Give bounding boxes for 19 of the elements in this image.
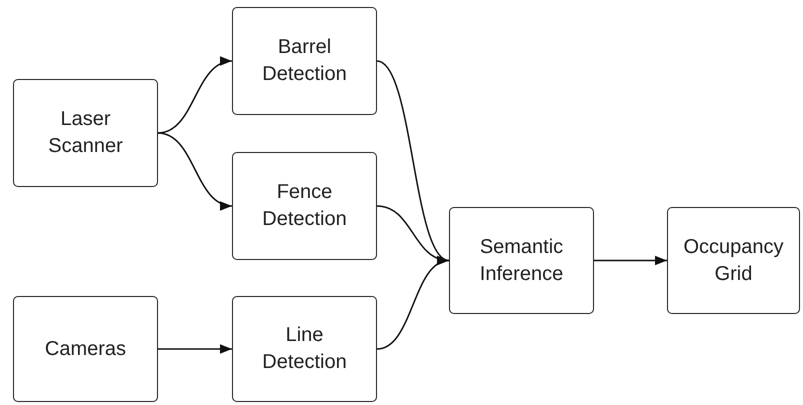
- box-label: Semantic Inference: [478, 234, 564, 286]
- process-box: [667, 207, 800, 314]
- process-box: [13, 79, 158, 187]
- arrow: [158, 58, 232, 134]
- process-box: [449, 207, 594, 314]
- box-label: Laser Scanner: [47, 107, 124, 159]
- arrow: [376, 258, 450, 350]
- process-box: [232, 296, 377, 402]
- process-box: [232, 152, 377, 260]
- box-label: Line Detection: [261, 323, 348, 375]
- arrow: [594, 256, 667, 266]
- arrow: [158, 132, 232, 209]
- box-label: Barrel Detection: [261, 35, 348, 87]
- box-label: Fence Detection: [261, 180, 348, 232]
- arrow: [158, 344, 232, 354]
- process-box: [232, 7, 377, 115]
- box-label: Occupancy Grid: [682, 234, 785, 286]
- box-label: Cameras: [44, 336, 126, 362]
- process-box: [13, 296, 158, 402]
